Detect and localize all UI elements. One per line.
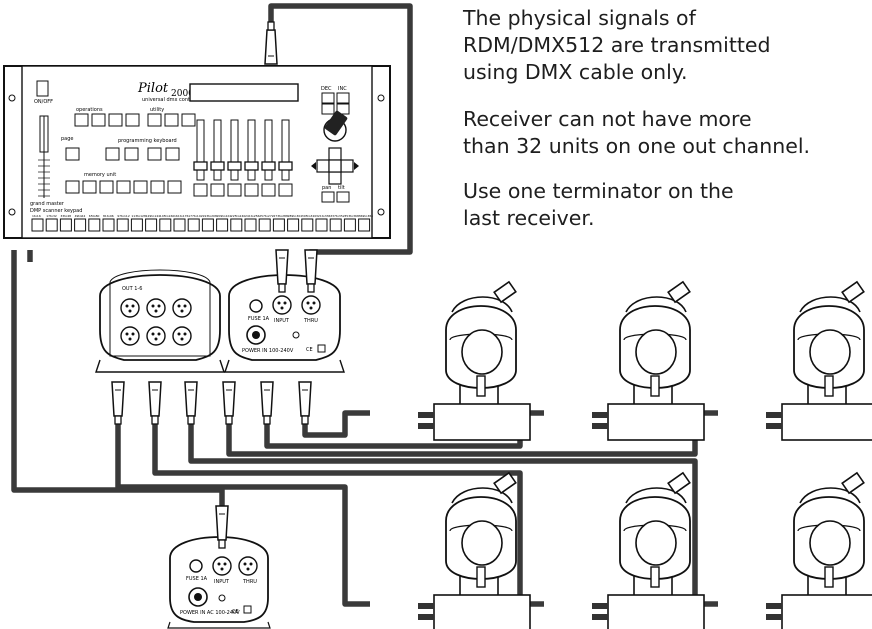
scanner-key-label: 81to96 xyxy=(103,214,114,218)
moving-head-icon xyxy=(417,281,531,441)
scanner-keypad-label: DMP scanner keypad xyxy=(30,208,82,214)
moving-head-icon xyxy=(417,472,531,629)
direction-pad xyxy=(316,147,354,185)
pilot-2000-controller: ON/OFF Pilot 2000 universal dmx controll… xyxy=(3,21,391,239)
note-terminator: Use one terminator on the last receiver. xyxy=(463,179,734,230)
dmx-splitter: OUT 1-6 xyxy=(95,269,225,373)
scanner-key xyxy=(244,218,257,232)
scanner-key-label: 161to176 xyxy=(174,214,189,218)
scanner-key xyxy=(329,218,342,232)
splitter-fuse-label: FUSE 1A xyxy=(248,316,270,322)
scanner-key xyxy=(88,218,101,232)
booster-input-label: INPUT xyxy=(214,579,230,585)
scanner-key-label: 145to160 xyxy=(160,214,175,218)
output-plugs xyxy=(111,381,312,425)
scanner-key xyxy=(187,218,200,232)
brand-subtitle: universal dmx controller xyxy=(142,97,204,103)
scanner-key xyxy=(216,218,229,232)
pan-label: pan xyxy=(322,185,331,191)
group-operations: operations xyxy=(76,107,103,113)
group-utility: utility xyxy=(150,107,164,113)
booster-power-label: POWER IN AC 100-240V xyxy=(180,610,240,616)
fine-dec-label: DEC xyxy=(321,86,332,92)
splitter-ce-label: CE xyxy=(306,347,313,353)
moving-head-icon xyxy=(591,472,705,629)
note-signal-cable: The physical signals of RDM/DMX512 are t… xyxy=(463,6,771,84)
scanner-key-label: 225to240 xyxy=(231,214,246,218)
scanner-key-label: 337to352 xyxy=(330,214,345,218)
scanner-key xyxy=(145,218,158,232)
scanner-key xyxy=(201,218,214,232)
splitter-power-label: POWER IN 100-240V xyxy=(242,348,294,354)
lcd-display xyxy=(189,83,299,102)
scanner-key xyxy=(173,218,186,232)
brand-name: Pilot xyxy=(137,81,169,96)
scanner-key xyxy=(59,218,72,232)
scanner-key-label: 209to224 xyxy=(217,214,232,218)
scanner-key xyxy=(358,218,371,232)
scanner-key-label: 193to208 xyxy=(202,214,217,218)
splitter-out-label: OUT 1-6 xyxy=(122,286,142,292)
scanner-key xyxy=(159,218,172,232)
booster-ce-label: CE xyxy=(232,609,239,615)
booster-thru-label: THRU xyxy=(242,579,257,585)
grand-master-label: grand master xyxy=(30,201,65,207)
scanner-key xyxy=(74,218,87,232)
scanner-key-label: 1to16 xyxy=(32,214,41,218)
scanner-key xyxy=(45,218,58,232)
scanner-key-label: 369to384 xyxy=(359,214,374,218)
scanner-key-label: 305to320 xyxy=(302,214,317,218)
scanner-key xyxy=(31,218,44,232)
scanner-key xyxy=(315,218,328,232)
power-label: ON/OFF xyxy=(34,99,53,105)
cable-to-booster xyxy=(11,250,225,520)
moving-head-icon xyxy=(765,281,872,441)
splitter-input-label: INPUT xyxy=(274,318,290,324)
scanner-key xyxy=(258,218,271,232)
cable-out6 xyxy=(302,410,370,438)
scanner-key-label: 321to336 xyxy=(316,214,331,218)
scanner-key xyxy=(116,218,129,232)
fine-inc-label: INC xyxy=(338,86,347,92)
moving-head-icon xyxy=(765,472,872,629)
scanner-key-label: 129to144 xyxy=(146,214,161,218)
scanner-key xyxy=(102,218,115,232)
scanner-key-label: 177to192 xyxy=(188,214,203,218)
scanner-key-label: 97to112 xyxy=(117,214,130,218)
booster-fuse-label: FUSE 1A xyxy=(186,576,208,582)
scanner-key-label: 65to80 xyxy=(89,214,100,218)
channel-faders xyxy=(193,119,293,197)
scanner-key-label: 273to288 xyxy=(273,214,288,218)
scanner-key xyxy=(272,218,285,232)
page-label: page xyxy=(61,136,74,142)
scanner-key xyxy=(343,218,356,232)
splitter-input-unit: FUSE 1A INPUT THRU POWER IN 100-240V CE xyxy=(224,249,345,373)
note-receiver-limit: Receiver can not have more than 32 units… xyxy=(463,107,811,158)
power-switch xyxy=(36,80,49,97)
moving-head-icon xyxy=(591,281,705,441)
group-programming: programming keyboard xyxy=(118,138,177,144)
scanner-key xyxy=(301,218,314,232)
splitter-thru-label: THRU xyxy=(303,318,318,324)
scanner-key-label: 257to272 xyxy=(259,214,274,218)
jog-wheel xyxy=(323,110,348,142)
scanner-key-label: 49to64 xyxy=(75,214,86,218)
dmx-booster: FUSE 1A INPUT THRU POWER IN AC 100-240V … xyxy=(167,505,271,629)
scanner-key xyxy=(230,218,243,232)
scanner-key-label: 113to128 xyxy=(131,214,146,218)
scanner-key-label: 33to48 xyxy=(60,214,71,218)
group-memory: memory unit xyxy=(84,172,116,178)
brand-model: 2000 xyxy=(171,89,194,99)
cable-out1 xyxy=(115,418,370,607)
scanner-key xyxy=(287,218,300,232)
scanner-key-label: 353to368 xyxy=(344,214,359,218)
scanner-key-label: 241to256 xyxy=(245,214,260,218)
scanner-key-label: 289to304 xyxy=(288,214,303,218)
tilt-label: tilt xyxy=(338,185,345,191)
scanner-key xyxy=(130,218,143,232)
scanner-key-label: 17to32 xyxy=(46,214,57,218)
